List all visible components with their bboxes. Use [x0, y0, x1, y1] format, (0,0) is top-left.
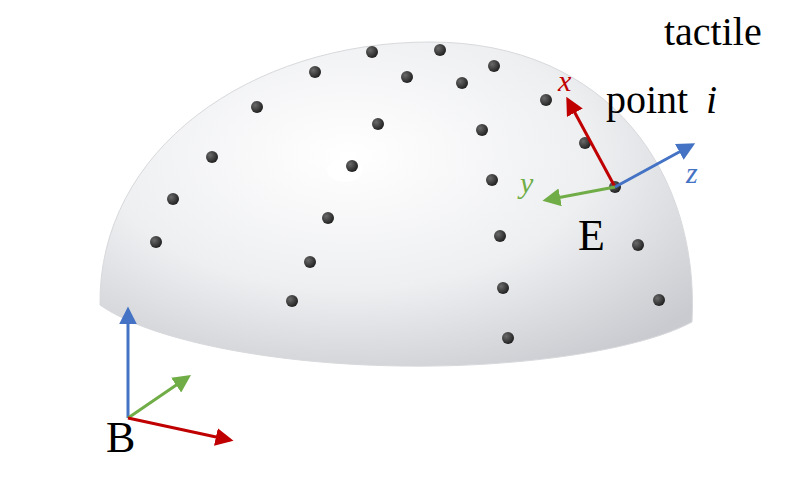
caption-label: tactile	[664, 12, 762, 52]
tactile-dot	[476, 124, 488, 136]
tactile-dot	[653, 294, 665, 306]
caption-label: point	[606, 80, 688, 120]
tactile-dot	[502, 332, 514, 344]
tactile-dot	[540, 94, 552, 106]
tactile-dot	[456, 77, 468, 89]
axis-label: y	[520, 168, 533, 198]
tactile-dot	[372, 118, 384, 130]
axis-label: z	[686, 158, 698, 188]
frame-label: E	[578, 214, 605, 258]
tactile-dot	[366, 46, 378, 58]
tactile-dot	[401, 71, 413, 83]
tactile-dot	[632, 239, 644, 251]
index-symbol: i	[706, 80, 717, 120]
tactile-dot	[434, 44, 446, 56]
frame-label: B	[106, 416, 135, 460]
tactile-dot	[206, 151, 218, 163]
tactile-dot	[346, 160, 358, 172]
tactile-dot	[497, 282, 509, 294]
tactile-dot	[150, 236, 162, 248]
tactile-dot	[251, 101, 263, 113]
tactile-dot	[304, 256, 316, 268]
tactile-dot	[167, 193, 179, 205]
tactile-dot	[488, 60, 500, 72]
axis-label: x	[558, 66, 571, 96]
tactile-dot	[322, 212, 334, 224]
tactile-dot	[494, 230, 506, 242]
tactile-dot	[486, 174, 498, 186]
tactile-dot	[286, 295, 298, 307]
tactile-dot	[309, 66, 321, 78]
